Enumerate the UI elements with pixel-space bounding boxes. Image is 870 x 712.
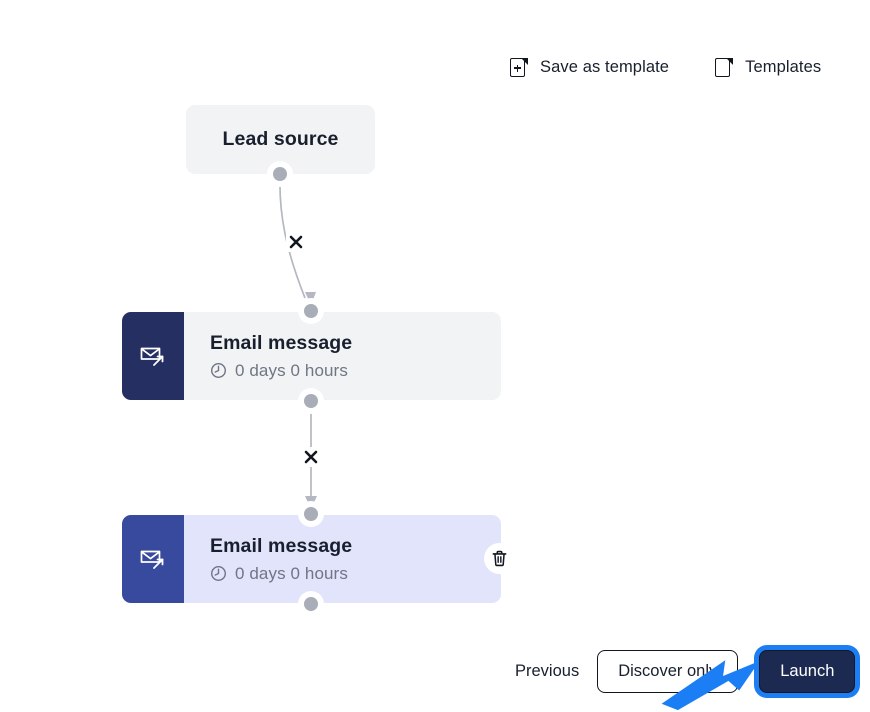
clock-icon (210, 566, 227, 582)
save-as-template-label: Save as template (540, 57, 670, 76)
wizard-actions: Previous Discover only Launch (513, 645, 861, 698)
email-send-icon (140, 347, 164, 366)
node-body: Email message 0 days 0 hours (184, 312, 501, 400)
save-as-template-button[interactable]: Save as template (508, 54, 671, 80)
clock-icon (210, 363, 227, 379)
launch-button[interactable]: Launch (759, 650, 856, 693)
node-title: Email message (210, 332, 353, 355)
edge-remove-button[interactable] (286, 232, 306, 252)
flow-node-email-message-1[interactable]: Email message 0 days 0 hours (122, 312, 501, 400)
node-input-handle[interactable] (298, 298, 324, 324)
flow-node-email-message-2[interactable]: Email message 0 days 0 hours (122, 515, 501, 603)
node-delay: 0 days 0 hours (210, 564, 501, 584)
node-title: Email message (210, 535, 353, 558)
edge-remove-button[interactable] (301, 447, 321, 467)
templates-label: Templates (745, 57, 822, 76)
node-title: Lead source (222, 128, 339, 150)
trash-icon (492, 550, 507, 567)
workflow-toolbar: Save as template Templates (508, 54, 823, 80)
close-icon (304, 450, 318, 464)
node-icon-pane (122, 515, 184, 603)
templates-button[interactable]: Templates (713, 54, 823, 80)
node-input-handle[interactable] (298, 501, 324, 527)
node-icon-pane (122, 312, 184, 400)
document-plus-icon (510, 56, 529, 78)
previous-button[interactable]: Previous (513, 656, 581, 687)
email-send-icon (140, 550, 164, 569)
node-delay-label: 0 days 0 hours (235, 360, 348, 380)
node-delay: 0 days 0 hours (210, 361, 501, 381)
node-delay-label: 0 days 0 hours (235, 563, 348, 583)
edge-lead-to-email1 (279, 175, 306, 299)
delete-node-button[interactable] (484, 543, 515, 574)
document-icon (715, 56, 734, 78)
node-output-handle[interactable] (298, 591, 324, 617)
node-output-handle[interactable] (298, 388, 324, 414)
discover-only-button[interactable]: Discover only (597, 650, 739, 693)
launch-focus-ring: Launch (754, 645, 861, 698)
close-icon (289, 235, 303, 249)
node-output-handle[interactable] (267, 161, 293, 187)
node-body: Email message 0 days 0 hours (184, 515, 501, 603)
